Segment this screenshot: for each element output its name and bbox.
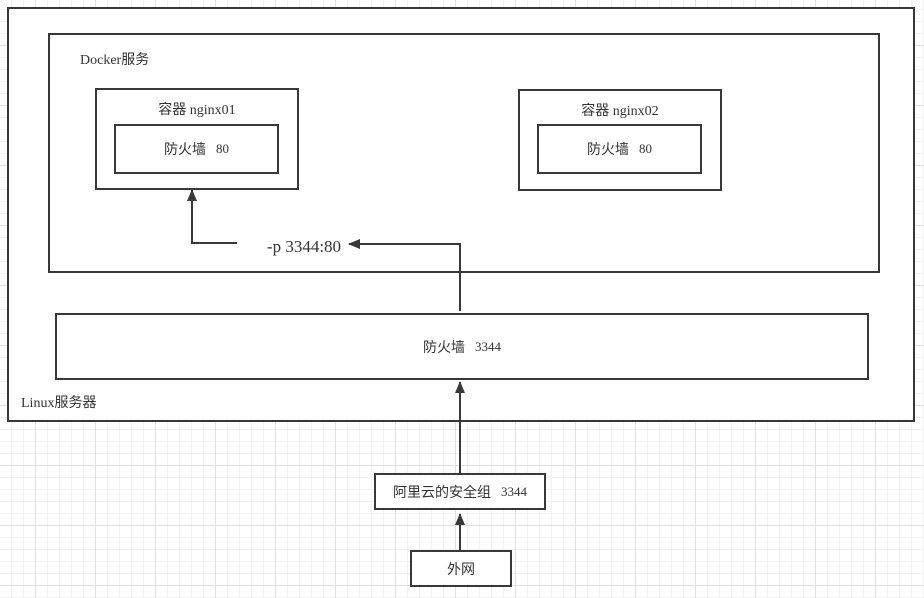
linux-server-box[interactable]: Linux服务器 Docker服务 容器 nginx01 防火墙 80 容器 n… [7,7,915,422]
container-nginx01-title: 容器 nginx01 [158,103,236,118]
container-nginx02-box[interactable]: 容器 nginx02 防火墙 80 [518,89,722,191]
container-nginx02-firewall-port: 80 [639,141,652,156]
container-nginx02-firewall-box[interactable]: 防火墙 80 [537,124,702,174]
port-mapping-label[interactable]: -p 3344:80 [266,237,342,256]
security-group-label: 阿里云的安全组 [393,485,491,501]
container-nginx02-firewall-label: 防火墙 [587,143,629,158]
host-firewall-box[interactable]: 防火墙 3344 [55,313,869,380]
docker-service-label: Docker服务 [80,53,150,68]
docker-service-box[interactable]: Docker服务 容器 nginx01 防火墙 80 容器 nginx02 防火… [48,33,880,273]
host-firewall-port: 3344 [475,338,501,354]
container-nginx01-firewall-label: 防火墙 [164,143,206,158]
container-nginx01-firewall-port: 80 [216,141,229,156]
linux-server-label: Linux服务器 [21,396,97,411]
internet-box[interactable]: 外网 [410,550,512,587]
security-group-port: 3344 [501,483,527,499]
security-group-box[interactable]: 阿里云的安全组 3344 [374,473,546,510]
container-nginx01-firewall-box[interactable]: 防火墙 80 [114,124,279,174]
container-nginx01-box[interactable]: 容器 nginx01 防火墙 80 [95,88,299,190]
internet-label: 外网 [447,562,475,578]
host-firewall-label: 防火墙 [423,340,465,356]
container-nginx02-title: 容器 nginx02 [581,104,659,119]
